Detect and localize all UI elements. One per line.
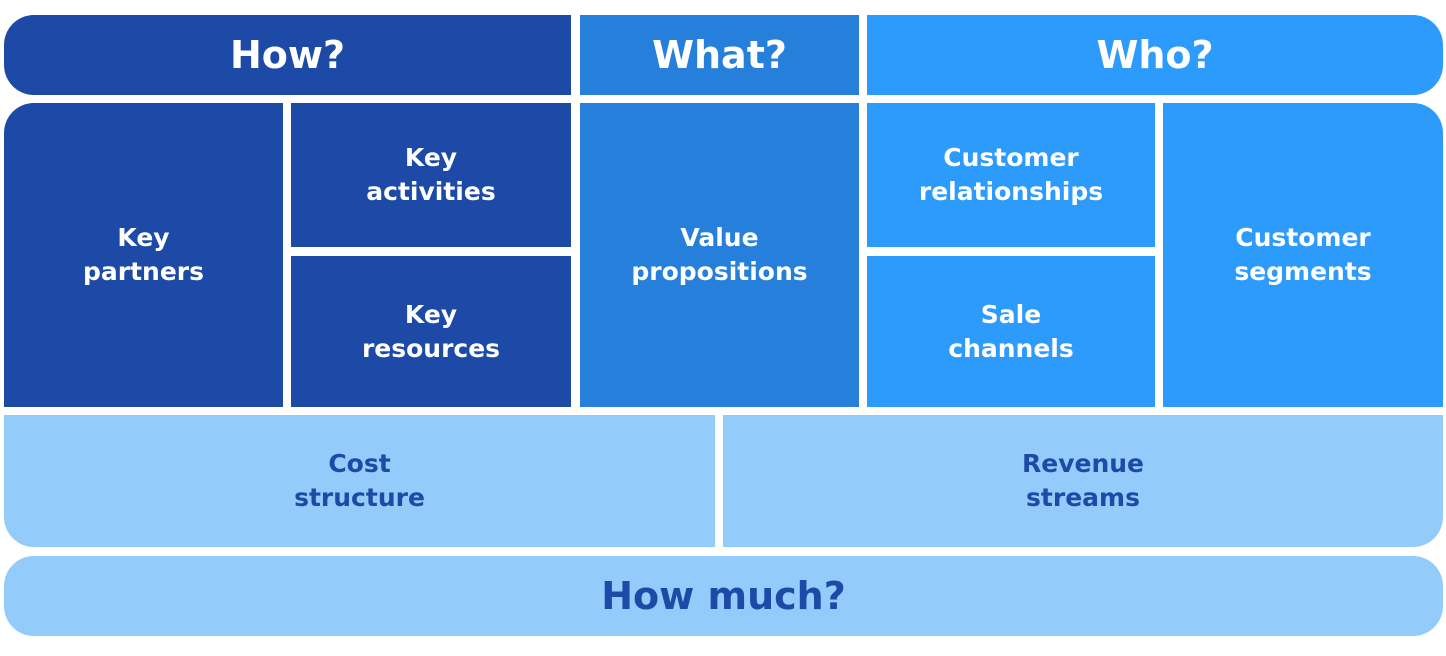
header-who-label: Who?: [1096, 33, 1214, 77]
header-how-much: How much?: [4, 556, 1443, 636]
block-customer-segments: Customer segments: [1163, 103, 1443, 407]
cost-structure-label: Cost structure: [294, 449, 425, 512]
header-what: What?: [580, 15, 859, 95]
header-how: How?: [4, 15, 571, 95]
block-revenue-streams: Revenue streams: [723, 415, 1443, 547]
block-key-partners: Key partners: [4, 103, 283, 407]
customer-relationships-label: Customer relationships: [918, 143, 1104, 206]
header-who: Who?: [867, 15, 1443, 95]
header-how-label: How?: [229, 33, 346, 77]
customer-segments-label: Customer segments: [1234, 223, 1372, 286]
header-what-label: What?: [652, 33, 787, 77]
value-propositions-label: Value propositions: [631, 223, 808, 286]
key-activities-label: Key activities: [366, 143, 496, 206]
block-key-activities: Key activities: [291, 103, 571, 247]
block-key-resources: Key resources: [291, 256, 571, 407]
block-sale-channels: Sale channels: [867, 256, 1155, 407]
block-cost-structure: Cost structure: [4, 415, 715, 547]
key-resources-label: Key resources: [361, 299, 501, 363]
header-how-much-label: How much?: [601, 574, 846, 618]
key-partners-label: Key partners: [82, 223, 204, 286]
block-value-propositions: Value propositions: [580, 103, 859, 407]
revenue-streams-label: Revenue streams: [1021, 449, 1144, 512]
sale-channels-label: Sale channels: [948, 299, 1074, 363]
block-customer-relationships: Customer relationships: [867, 103, 1155, 247]
